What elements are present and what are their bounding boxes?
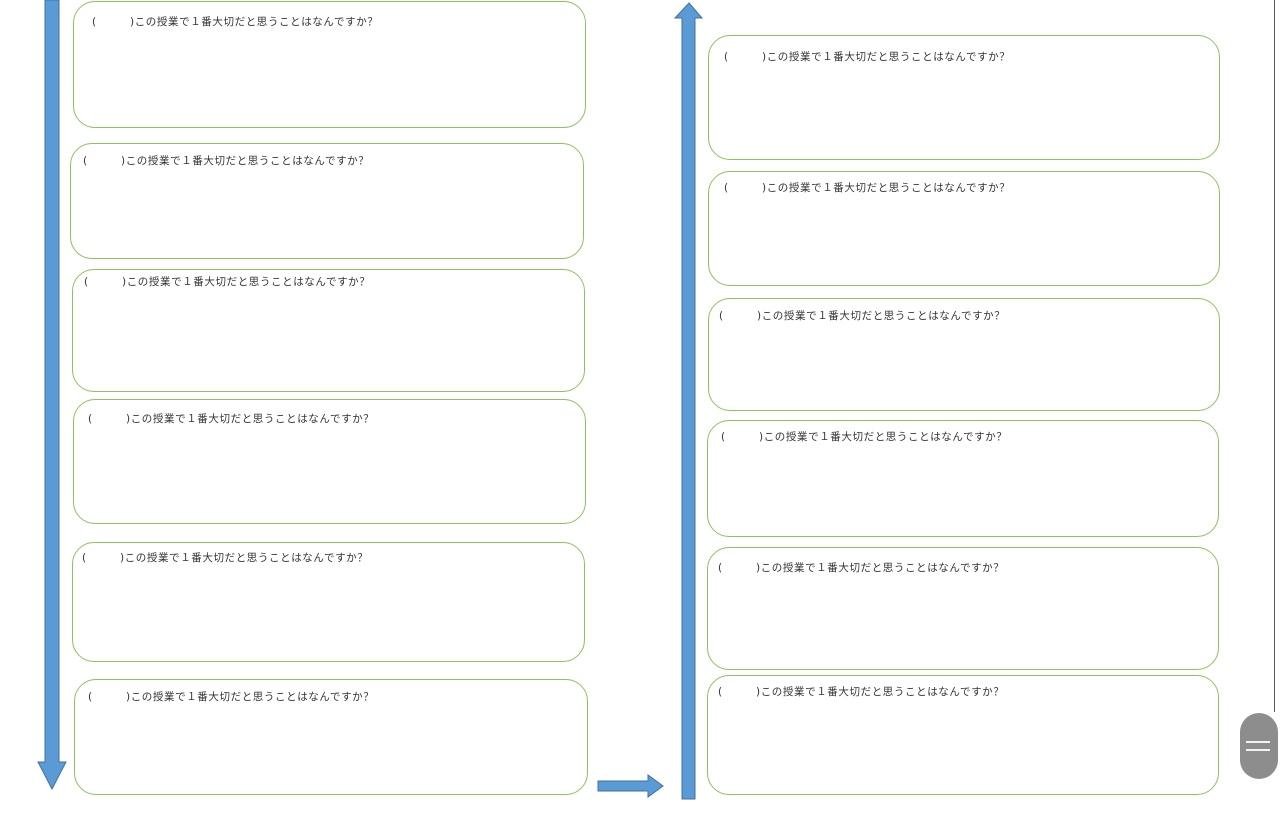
answer-box[interactable]: ( )この授業で１番大切だと思うことはなんですか？ — [74, 679, 588, 795]
answer-box[interactable]: ( )この授業で１番大切だと思うことはなんですか？ — [70, 143, 584, 259]
hamburger-icon-top — [1246, 741, 1270, 743]
question-prompt: ( )この授業で１番大切だと思うことはなんですか？ — [718, 562, 1005, 574]
question-prompt: ( )この授業で１番大切だと思うことはなんですか？ — [718, 686, 1005, 698]
answer-box[interactable]: ( )この授業で１番大切だと思うことはなんですか？ — [708, 298, 1220, 411]
up-arrow-icon — [673, 2, 704, 800]
page-edge-line — [1274, 0, 1275, 712]
question-prompt: ( )この授業で１番大切だと思うことはなんですか？ — [84, 276, 371, 288]
answer-box[interactable]: ( )この授業で１番大切だと思うことはなんですか？ — [72, 269, 585, 392]
hamburger-icon-bottom — [1246, 749, 1270, 751]
question-prompt: ( )この授業で１番大切だと思うことはなんですか？ — [92, 16, 379, 28]
answer-box[interactable]: ( )この授業で１番大切だと思うことはなんですか？ — [707, 420, 1219, 537]
answer-box[interactable]: ( )この授業で１番大切だと思うことはなんですか？ — [708, 35, 1220, 160]
right-arrow-icon — [597, 774, 664, 798]
answer-box[interactable]: ( )この授業で１番大切だと思うことはなんですか？ — [707, 547, 1219, 670]
answer-box[interactable]: ( )この授業で１番大切だと思うことはなんですか？ — [707, 675, 1219, 795]
question-prompt: ( )この授業で１番大切だと思うことはなんですか？ — [88, 413, 375, 425]
scroll-handle[interactable] — [1240, 713, 1278, 779]
answer-box[interactable]: ( )この授業で１番大切だと思うことはなんですか？ — [72, 542, 585, 662]
question-prompt: ( )この授業で１番大切だと思うことはなんですか？ — [719, 310, 1006, 322]
question-prompt: ( )この授業で１番大切だと思うことはなんですか？ — [82, 552, 369, 564]
down-arrow-icon — [37, 0, 67, 791]
question-prompt: ( )この授業で１番大切だと思うことはなんですか？ — [88, 691, 375, 703]
question-prompt: ( )この授業で１番大切だと思うことはなんですか？ — [724, 51, 1011, 63]
answer-box[interactable]: ( )この授業で１番大切だと思うことはなんですか？ — [73, 1, 586, 128]
answer-box[interactable]: ( )この授業で１番大切だと思うことはなんですか？ — [73, 399, 586, 524]
question-prompt: ( )この授業で１番大切だと思うことはなんですか？ — [83, 155, 370, 167]
answer-box[interactable]: ( )この授業で１番大切だと思うことはなんですか？ — [708, 171, 1220, 286]
question-prompt: ( )この授業で１番大切だと思うことはなんですか？ — [724, 182, 1011, 194]
question-prompt: ( )この授業で１番大切だと思うことはなんですか？ — [721, 431, 1008, 443]
